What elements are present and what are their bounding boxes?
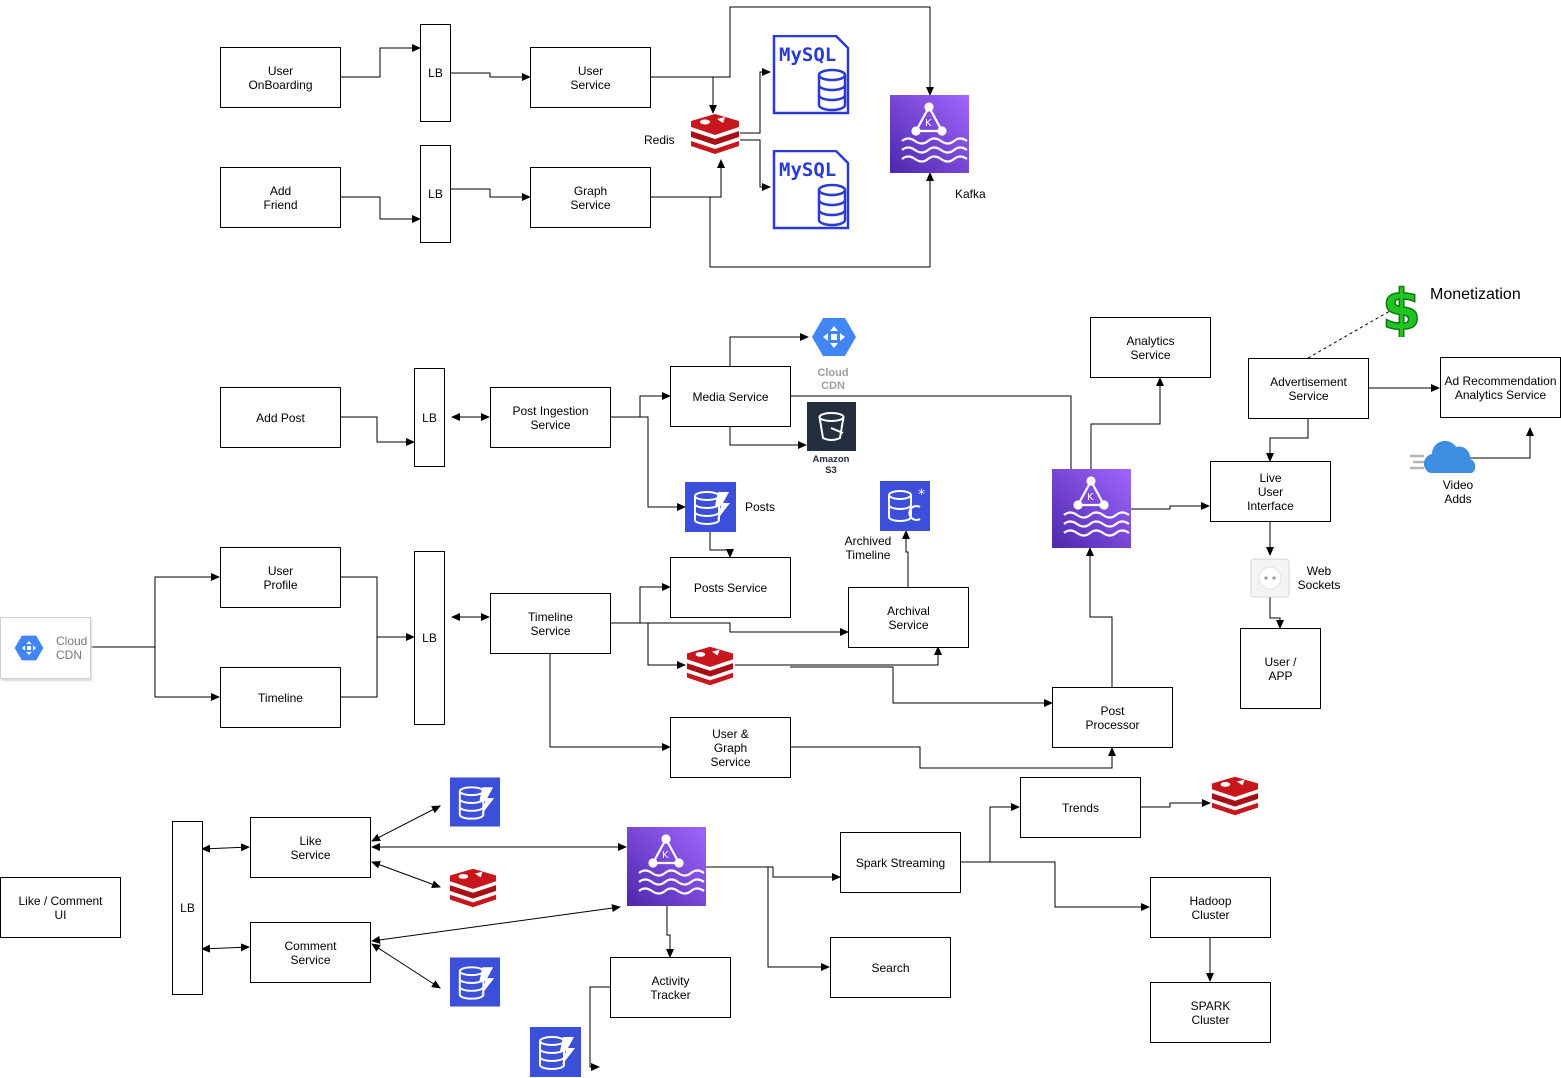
like-comment-ui-box[interactable]: Like / Comment UI	[0, 877, 121, 938]
redis-like-icon	[448, 867, 498, 909]
svg-text:K: K	[1087, 492, 1094, 503]
kafka-icon-3: K	[627, 827, 706, 906]
svg-text:MySQL: MySQL	[779, 159, 836, 181]
cloud-cdn-icon-label: Cloud CDN	[817, 367, 849, 392]
posts-service-box[interactable]: Posts Service	[670, 557, 791, 618]
amazon-s3-icon	[807, 402, 856, 451]
cloud-cdn-box-label: Cloud CDN	[56, 634, 88, 662]
hadoop-cluster-box[interactable]: Hadoop Cluster	[1150, 877, 1271, 938]
redis-icon	[689, 113, 741, 155]
load-balancer-4[interactable]: LB	[414, 551, 445, 725]
live-user-interface-box[interactable]: Live User Interface	[1210, 461, 1331, 522]
add-post-box[interactable]: Add Post	[220, 387, 341, 448]
comment-service-box[interactable]: Comment Service	[250, 922, 371, 983]
archived-timeline-label: Archived Timeline	[844, 534, 892, 562]
redis-trends-icon	[1210, 775, 1260, 817]
spark-cluster-box[interactable]: SPARK Cluster	[1150, 982, 1271, 1043]
svg-text:K: K	[662, 850, 669, 861]
user-app-box[interactable]: User / APP	[1240, 628, 1321, 709]
dynamodb-like-icon	[450, 777, 500, 827]
load-balancer-5[interactable]: LB	[172, 821, 203, 995]
spark-streaming-box[interactable]: Spark Streaming	[840, 832, 961, 893]
cloud-cdn-small-icon	[14, 633, 44, 663]
load-balancer-1[interactable]: LB	[420, 24, 451, 122]
dynamodb-comment-icon	[450, 957, 500, 1007]
trends-box[interactable]: Trends	[1020, 777, 1141, 838]
post-ingestion-service-box[interactable]: Post Ingestion Service	[490, 387, 611, 448]
add-friend-box[interactable]: Add Friend	[220, 167, 341, 228]
load-balancer-3[interactable]: LB	[414, 368, 445, 467]
archival-service-box[interactable]: Archival Service	[848, 587, 969, 648]
graph-service-box[interactable]: Graph Service	[530, 167, 651, 228]
amazon-s3-label: Amazon S3	[812, 454, 850, 476]
kafka-label: Kafka	[955, 187, 986, 201]
cloud-cdn-icon	[811, 316, 857, 358]
video-adds-label: Video Adds	[1442, 478, 1474, 506]
kafka-icon-1: K	[890, 95, 969, 173]
posts-label: Posts	[745, 500, 776, 514]
post-processor-box[interactable]: Post Processor	[1052, 687, 1173, 748]
advertisement-service-box[interactable]: Advertisement Service	[1248, 358, 1369, 419]
svg-text:K: K	[925, 118, 932, 129]
timeline-service-box[interactable]: Timeline Service	[490, 593, 611, 654]
ad-recommendation-box[interactable]: Ad Recommendation Analytics Service	[1440, 357, 1561, 418]
redis-timeline-icon	[685, 645, 735, 687]
search-box[interactable]: Search	[830, 937, 951, 998]
svg-text:MySQL: MySQL	[779, 44, 836, 66]
load-balancer-2[interactable]: LB	[420, 145, 451, 243]
cloud-cdn-box: Cloud CDN	[0, 617, 91, 679]
analytics-service-box[interactable]: Analytics Service	[1090, 317, 1211, 378]
archived-timeline-db-icon: *	[880, 481, 930, 531]
kafka-icon-2: K	[1052, 469, 1131, 548]
redis-label: Redis	[644, 133, 675, 147]
timeline-box[interactable]: Timeline	[220, 667, 341, 728]
dynamodb-activity-icon	[530, 1027, 581, 1077]
user-service-box[interactable]: User Service	[530, 47, 651, 108]
web-sockets-label: Web Sockets	[1297, 564, 1341, 592]
user-graph-service-box[interactable]: User & Graph Service	[670, 717, 791, 778]
video-cloud-icon	[1410, 437, 1482, 479]
mysql-icon-1: MySQL	[770, 35, 850, 115]
like-service-box[interactable]: Like Service	[250, 817, 371, 878]
svg-text:*: *	[918, 487, 925, 503]
dynamodb-posts-icon	[685, 482, 736, 532]
svg-text:$: $	[1382, 278, 1420, 337]
monetization-label: Monetization	[1430, 286, 1521, 303]
activity-tracker-box[interactable]: Activity Tracker	[610, 957, 731, 1018]
media-service-box[interactable]: Media Service	[670, 366, 791, 427]
mysql-icon-2: MySQL	[770, 150, 850, 230]
user-profile-box[interactable]: User Profile	[220, 547, 341, 608]
user-onboarding-box[interactable]: User OnBoarding	[220, 47, 341, 108]
dollar-sign-icon: $	[1380, 277, 1420, 337]
websocket-plug-icon	[1250, 558, 1290, 598]
